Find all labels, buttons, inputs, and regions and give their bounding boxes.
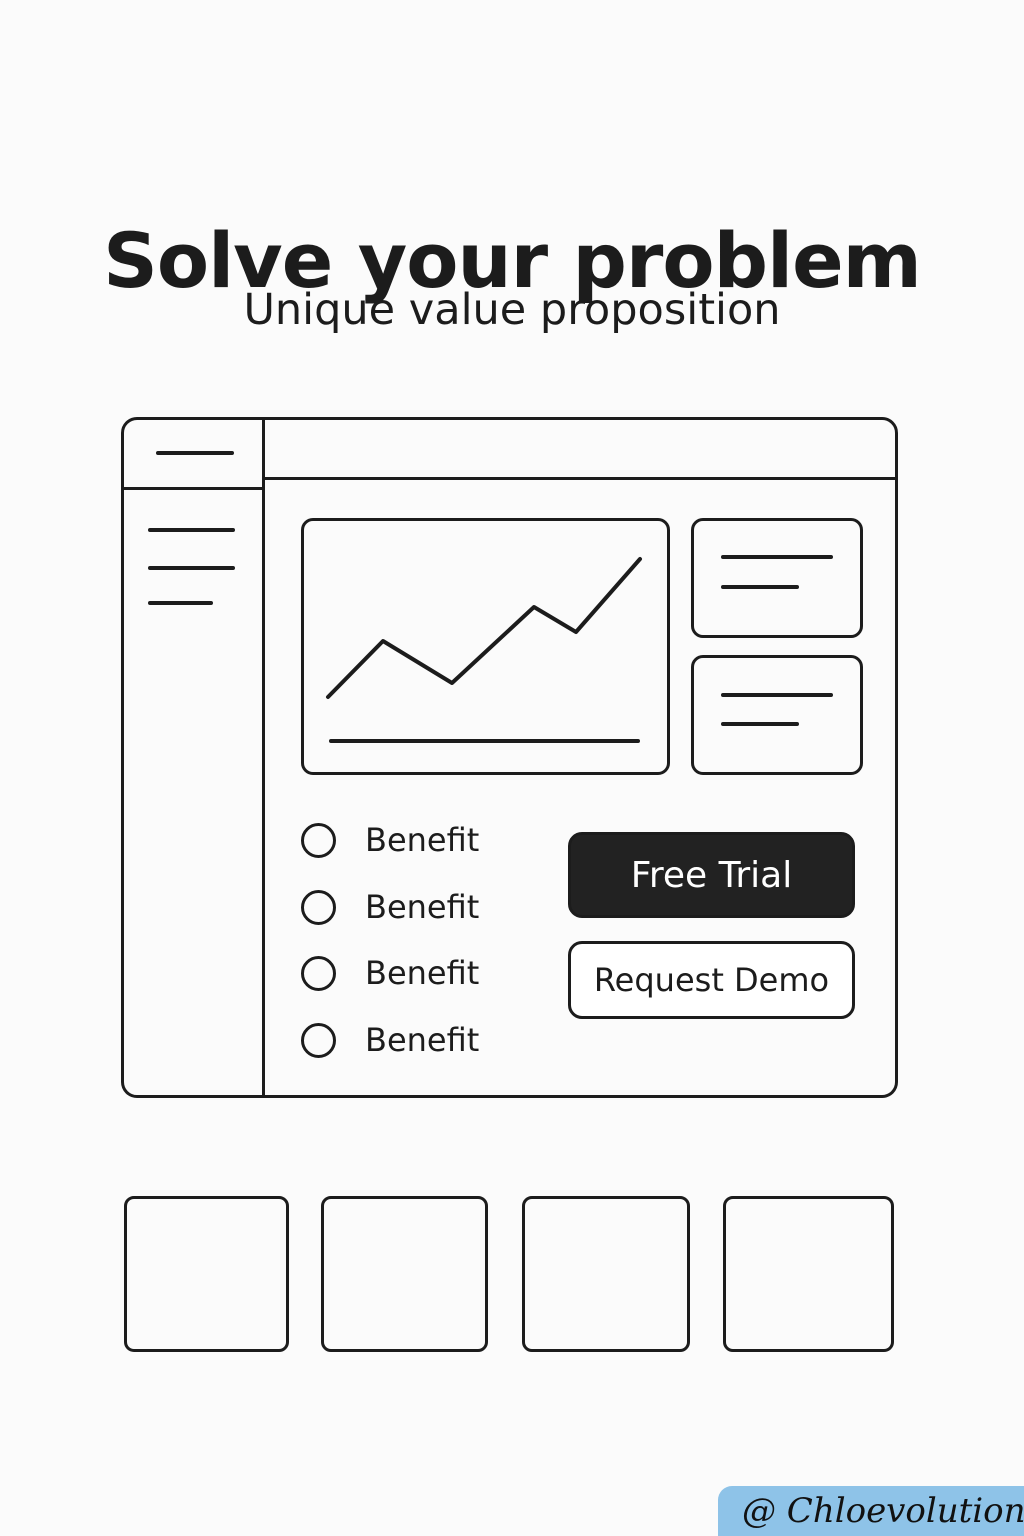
sidebar-header-divider — [124, 487, 265, 490]
feature-tile[interactable] — [723, 1196, 894, 1352]
trend-line — [326, 557, 642, 699]
app-mockup-frame: Benefit Benefit Benefit Benefit Free Tri… — [121, 417, 898, 1098]
sidebar-nav-line — [148, 528, 235, 532]
summary-card — [691, 518, 863, 638]
card-text-line — [721, 585, 799, 589]
feature-tile[interactable] — [124, 1196, 289, 1352]
benefit-item[interactable]: Benefit — [301, 953, 479, 993]
benefit-item[interactable]: Benefit — [301, 1020, 479, 1060]
benefit-item[interactable]: Benefit — [301, 820, 479, 860]
benefit-label: Benefit — [365, 1021, 480, 1059]
radio-circle-icon[interactable] — [301, 955, 336, 991]
feature-tile[interactable] — [522, 1196, 690, 1352]
sidebar-divider — [262, 420, 265, 1095]
feature-tile[interactable] — [321, 1196, 488, 1352]
topbar-divider — [265, 477, 895, 480]
card-text-line — [721, 722, 799, 726]
page-title: Solve your problem — [103, 215, 922, 305]
benefit-item[interactable]: Benefit — [301, 887, 479, 927]
page-subtitle: Unique value proposition — [243, 285, 781, 335]
line-chart-icon — [326, 557, 642, 743]
summary-card — [691, 655, 863, 775]
benefit-label: Benefit — [365, 888, 480, 926]
radio-circle-icon[interactable] — [301, 822, 336, 858]
radio-circle-icon[interactable] — [301, 1022, 336, 1058]
sidebar-nav-line — [148, 566, 235, 570]
free-trial-button[interactable]: Free Trial — [568, 832, 855, 918]
benefit-label: Benefit — [365, 821, 480, 859]
benefit-label: Benefit — [365, 954, 480, 992]
request-demo-button[interactable]: Request Demo — [568, 941, 855, 1019]
sidebar-nav-line — [148, 601, 213, 605]
chart-card — [301, 518, 670, 775]
logo-placeholder-line — [156, 451, 234, 455]
signature-badge: @ Chloevolution — [718, 1486, 1024, 1536]
card-text-line — [721, 555, 833, 559]
menu-lines-icon[interactable] — [148, 524, 238, 605]
card-text-line — [721, 693, 833, 697]
radio-circle-icon[interactable] — [301, 889, 336, 925]
